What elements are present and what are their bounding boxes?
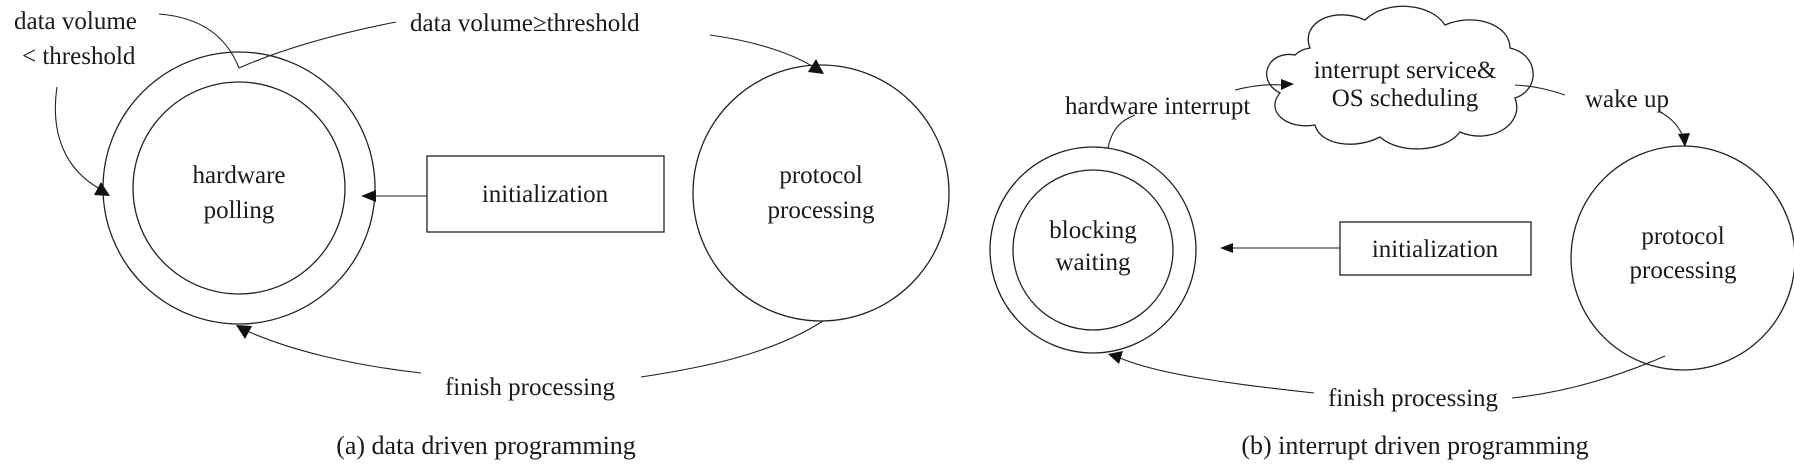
edge-label: hardware interrupt bbox=[1065, 93, 1250, 120]
arrow-head bbox=[1108, 351, 1123, 364]
edge-label: data volume≥threshold bbox=[410, 10, 640, 37]
panel-b: blocking waiting protocol processing ini… bbox=[989, 5, 1794, 460]
edge-label: wake up bbox=[1585, 86, 1669, 113]
state-label-line1: hardware bbox=[193, 162, 286, 189]
state-protocol-processing: protocol processing bbox=[1570, 145, 1794, 371]
state-label-line2: processing bbox=[1630, 257, 1737, 284]
initialization-box: initialization bbox=[1339, 221, 1532, 276]
initialization-label: initialization bbox=[482, 181, 609, 208]
edge-init-to-polling bbox=[361, 190, 427, 202]
edge-label: finish processing bbox=[1328, 385, 1499, 412]
initialization-rect bbox=[426, 155, 665, 233]
state-label-line1: protocol bbox=[1641, 223, 1724, 250]
panel-caption: (b) interrupt driven programming bbox=[1241, 431, 1588, 460]
state-blocking-waiting: blocking waiting bbox=[989, 146, 1197, 354]
state-label-line2: processing bbox=[768, 197, 875, 224]
edge-init-to-waiting bbox=[1220, 243, 1340, 253]
state-hardware-polling: hardware polling bbox=[102, 51, 376, 325]
edge-label: finish processing bbox=[445, 374, 616, 401]
edge-label-line2: < threshold bbox=[22, 43, 136, 70]
arrow-head bbox=[94, 182, 110, 196]
state-inner-ring bbox=[132, 81, 346, 295]
state-protocol-processing: protocol processing bbox=[692, 64, 950, 322]
panel-a: hardware polling protocol processing ini… bbox=[14, 8, 950, 460]
state-ring bbox=[1570, 145, 1794, 371]
state-label-line1: blocking bbox=[1049, 217, 1137, 244]
edge-waiting-to-cloud: hardware interrupt bbox=[1065, 79, 1294, 149]
initialization-label: initialization bbox=[1372, 236, 1499, 263]
edge-processing-to-waiting: finish processing bbox=[1108, 351, 1666, 412]
state-label-line1: protocol bbox=[779, 162, 862, 189]
edge-processing-to-polling: finish processing bbox=[236, 320, 824, 401]
state-inner-ring bbox=[1012, 169, 1174, 331]
cloud-shape bbox=[1266, 5, 1534, 150]
arrow-head bbox=[236, 325, 252, 339]
arrow-head bbox=[361, 190, 376, 202]
state-outer-ring bbox=[989, 146, 1197, 354]
cloud-interrupt-service: interrupt service& OS scheduling bbox=[1266, 5, 1534, 150]
edge-polling-to-processing: data volume≥threshold bbox=[238, 10, 824, 74]
initialization-box: initialization bbox=[426, 155, 665, 233]
cloud-label-line1: interrupt service& bbox=[1314, 57, 1497, 84]
arrow-head bbox=[1281, 79, 1294, 90]
state-label-line2: polling bbox=[204, 197, 275, 224]
panel-caption: (a) data driven programming bbox=[336, 431, 636, 460]
state-label-line2: waiting bbox=[1056, 249, 1131, 276]
edge-label-line1: data volume bbox=[14, 8, 137, 35]
edge-self-loop: data volume < threshold bbox=[14, 8, 240, 196]
edge-cloud-to-processing: wake up bbox=[1514, 84, 1690, 147]
cloud-label-line2: OS scheduling bbox=[1332, 85, 1479, 112]
arrow-head bbox=[808, 59, 824, 74]
arrow-head bbox=[1678, 133, 1690, 147]
state-ring bbox=[692, 64, 950, 322]
arrow-head bbox=[1220, 243, 1233, 253]
